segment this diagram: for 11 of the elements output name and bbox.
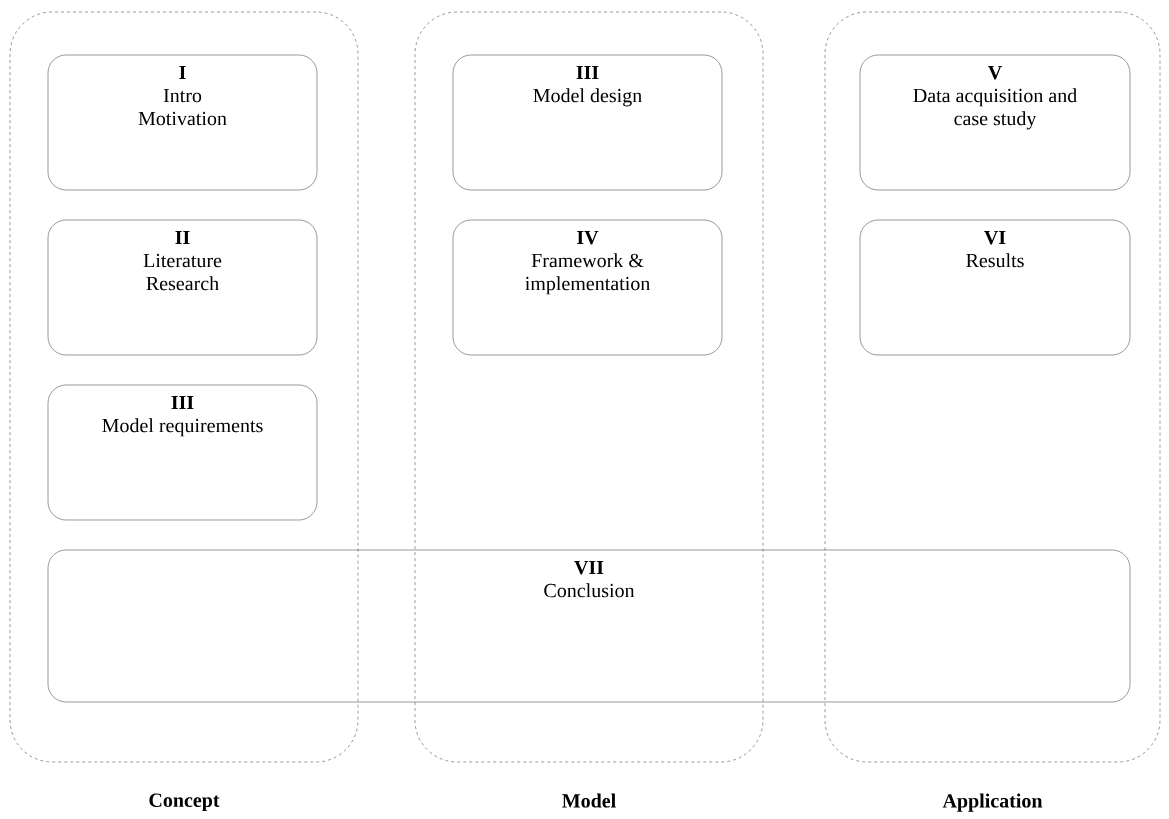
section-box: I Intro Motivation (47, 54, 318, 191)
section-box: VI Results (859, 219, 1131, 356)
column-title: Model (562, 793, 616, 808)
section-box: III Model design (452, 54, 723, 191)
section-box: III Model requirements (47, 384, 318, 521)
section-box: IV Framework & implementation (452, 219, 723, 356)
column-title: Concept (149, 793, 220, 812)
section-box: VII Conclusion (47, 549, 1131, 703)
section-box: II Literature Research (47, 219, 318, 356)
column-title: Application (942, 793, 1043, 812)
section-box: V Data acquisition and case study (859, 54, 1131, 191)
